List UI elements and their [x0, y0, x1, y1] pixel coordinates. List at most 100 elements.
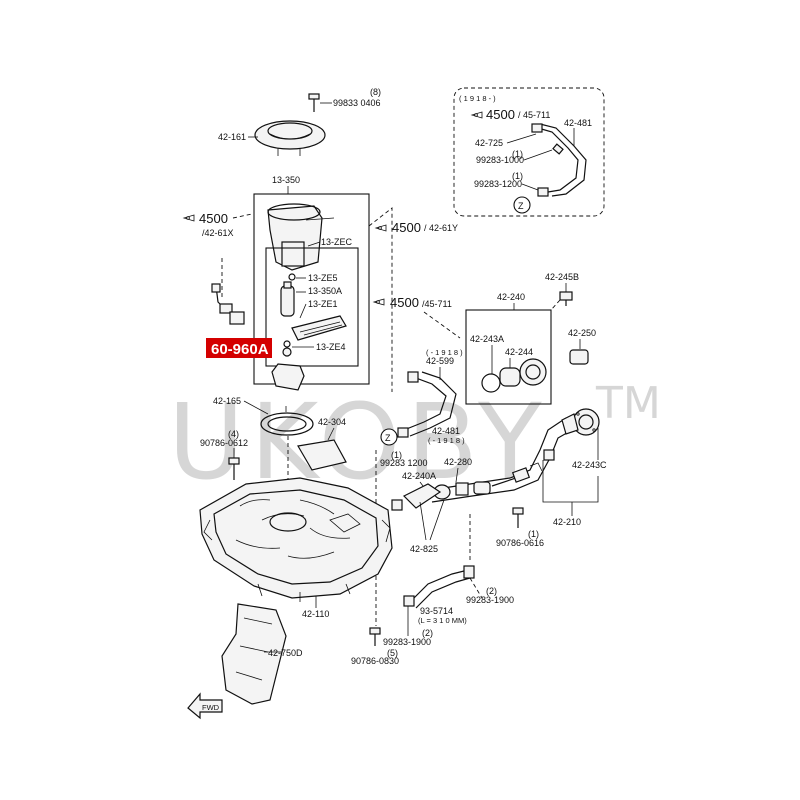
- label-qty-8: (8): [370, 87, 381, 97]
- inset-filler-hose: [531, 123, 587, 197]
- label-42481-inset: 42-481: [564, 118, 592, 128]
- label-42599: 42-599: [426, 356, 454, 366]
- pump-bracket: [271, 363, 305, 391]
- pad-42304: [297, 439, 347, 471]
- front-direction-arrow-icon: FWD: [187, 692, 223, 720]
- fuel-pump-assembly: [267, 203, 335, 271]
- label-42240a: 42-240A: [402, 471, 436, 481]
- label-45711-center: /45-711: [422, 299, 452, 309]
- label-99283-1900-b: 99283-1900: [383, 637, 431, 647]
- oring-13ze5: [288, 273, 296, 281]
- label-qty-1-b: (1): [528, 529, 539, 539]
- zone-z-inset-text: Z: [518, 201, 524, 211]
- bolt-90786-0830: [369, 627, 381, 646]
- label-4261x: /42-61X: [202, 228, 234, 238]
- label-99283-1900-a: 99283-1900: [466, 595, 514, 605]
- label-99283-1200-inset: 99283-1200: [474, 179, 522, 189]
- label-4500-right: 4500: [392, 220, 421, 235]
- label-42243c: 42-243C: [572, 460, 607, 470]
- label-99283-1000: 99283-1000: [476, 155, 524, 165]
- label-42161: 42-161: [218, 132, 246, 142]
- sub-part-box: [265, 247, 359, 367]
- screw-42245b: [559, 291, 573, 306]
- label-13ze1: 13-ZE1: [308, 299, 338, 309]
- hose-42481: [403, 371, 457, 437]
- label-42250: 42-250: [568, 328, 596, 338]
- filter-13ze1: [291, 315, 347, 341]
- zone-z-text: Z: [385, 433, 391, 443]
- zone-z-marker: [380, 428, 398, 446]
- label-13zec: 13-ZEC: [321, 237, 353, 247]
- label-42304: 42-304: [318, 417, 346, 427]
- hose-42825: [391, 483, 442, 511]
- label-935714: 93-5714: [420, 606, 453, 616]
- pencil-marker-right-icon: [374, 224, 387, 232]
- watermark-tm: TM: [595, 378, 661, 429]
- label-qty-2-b: (2): [422, 628, 433, 638]
- pencil-marker-icon: [470, 111, 483, 119]
- label-qty-1-a: (1): [391, 450, 402, 460]
- label-90786-0616: 90786-0616: [496, 538, 544, 548]
- label-13ze5: 13-ZE5: [308, 273, 338, 283]
- highlight-label: 60-960A: [211, 341, 269, 358]
- label-99833: 99833 0406: [333, 98, 381, 108]
- highlight-badge: [206, 338, 272, 358]
- label-42750d: 42-750D: [268, 648, 303, 658]
- label-45711-inset: / 45-711: [518, 110, 550, 120]
- fuel-cap-ring: [519, 358, 547, 386]
- label-90786-0612: 90786-0612: [200, 438, 248, 448]
- label-1-inset-b: (1): [512, 171, 523, 181]
- cover-plate-42161: [254, 120, 326, 156]
- gasket-42243a: [481, 373, 501, 393]
- pencil-marker-left-icon: [182, 214, 195, 222]
- oring-13ze4-b: [282, 347, 292, 357]
- label-42245b: 42-245B: [545, 272, 579, 282]
- seal-42244: [499, 367, 521, 387]
- zone-z-inset-marker: [513, 196, 531, 214]
- bolt-90786-0616: [512, 507, 524, 528]
- fuel-tank-42110: [199, 477, 393, 602]
- label-13350a: 13-350A: [308, 286, 342, 296]
- front-direction-text: FWD: [202, 703, 220, 712]
- label-42243a: 42-243A: [470, 334, 504, 344]
- filler-flange-42243c: [561, 408, 600, 436]
- label-90786-0830: 90786-0830: [351, 656, 399, 666]
- bolt-99833: [308, 93, 320, 112]
- label-42244: 42-244: [505, 347, 533, 357]
- label-42825: 42-825: [410, 544, 438, 554]
- clamp-99283-1200: [397, 427, 409, 438]
- label-42110: 42-110: [302, 609, 329, 619]
- label-4500-center: 4500: [390, 295, 419, 310]
- label-42280: 42-280: [444, 457, 472, 467]
- label-qty-5: (5): [387, 648, 398, 658]
- oring-13ze4-a: [283, 340, 291, 348]
- label-4261y: / 42-61Y: [424, 223, 458, 233]
- label-42240: 42-240: [497, 292, 525, 302]
- label-l310: (L = 3 1 0 MM): [418, 616, 467, 625]
- pump-motor-13350a: [280, 281, 295, 317]
- label-13350: 13-350: [272, 175, 300, 185]
- hose-935714: [403, 565, 475, 609]
- filler-neck-42210: [429, 417, 573, 503]
- label-42725: 42-725: [475, 138, 503, 148]
- label-42165: 42-165: [213, 396, 241, 406]
- plug-42250: [569, 349, 589, 365]
- label-qty-4: (4): [228, 429, 239, 439]
- harness-connector: [211, 283, 245, 325]
- label-1918-b: ( - 1 9 1 8 ): [428, 436, 465, 445]
- guard-42750d: [221, 603, 287, 705]
- label-13ze4: 13-ZE4: [316, 342, 346, 352]
- label-99283-1200: 99283 1200: [380, 458, 428, 468]
- fuel-cap-box: [465, 309, 552, 405]
- gasket-ring-42165: [260, 412, 314, 436]
- fuel-pump-box: [253, 193, 370, 385]
- label-42481: 42-481: [432, 426, 460, 436]
- label-1918-a: ( - 1 9 1 8 ): [426, 348, 463, 357]
- pencil-marker-center-icon: [372, 298, 385, 306]
- label-4500-inset: 4500: [486, 107, 515, 122]
- label-42210: 42-210: [553, 517, 581, 527]
- label-qty-2-a: (2): [486, 586, 497, 596]
- label-1-inset-a: (1): [512, 149, 523, 159]
- inset-range-label: ( 1 9 1 8 - ): [459, 94, 496, 103]
